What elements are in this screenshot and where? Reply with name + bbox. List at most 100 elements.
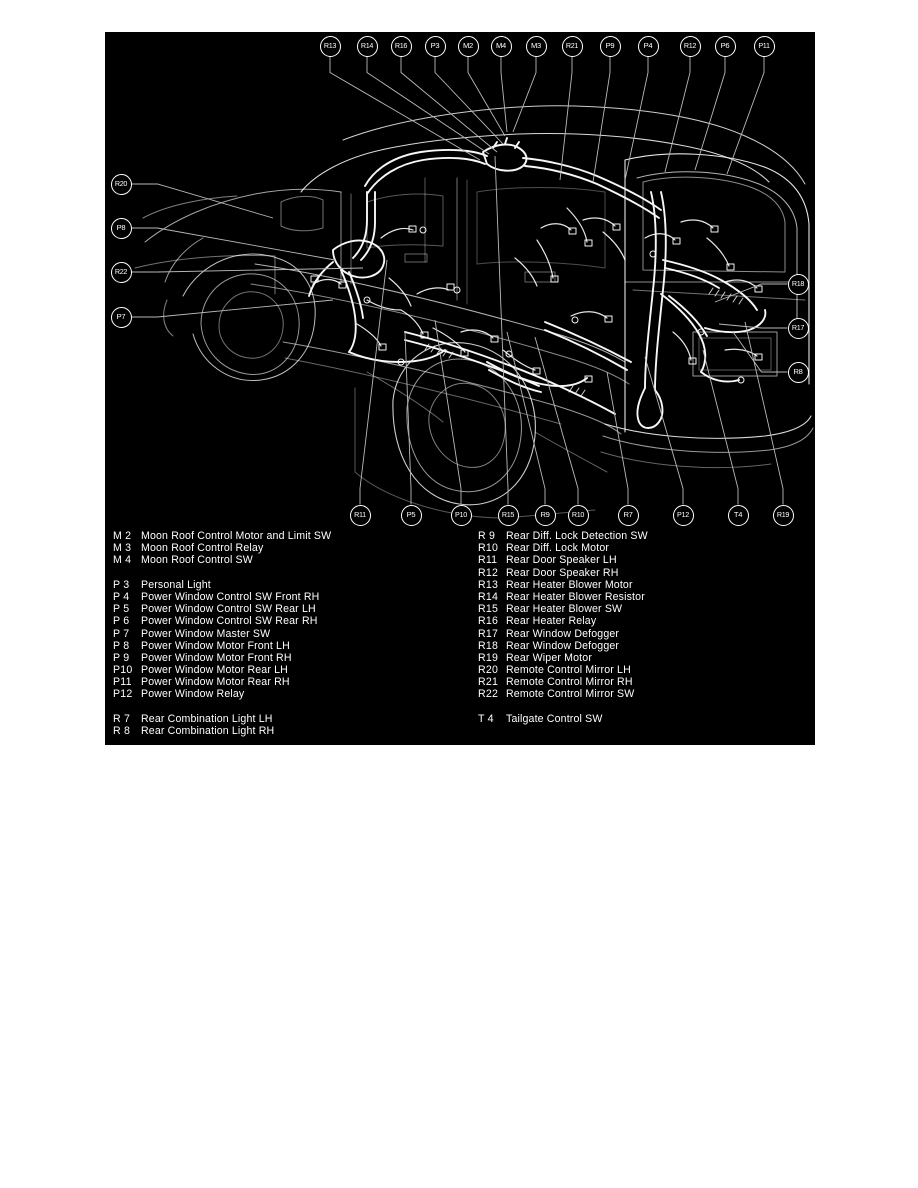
legend-spacer [113, 701, 473, 713]
callout-p10[interactable]: P10 [450, 504, 472, 526]
leader-line-p6 [694, 56, 726, 171]
legend-description: Remote Control Mirror SW [506, 688, 635, 701]
legend-description: Power Window Master SW [141, 627, 271, 640]
legend-description: Remote Control Mirror RH [506, 676, 633, 689]
legend-description: Rear Wiper Motor [506, 651, 592, 664]
callout-r16[interactable]: R16 [390, 35, 412, 57]
callout-p12[interactable]: P12 [672, 504, 694, 526]
legend-code: M 2 [113, 530, 132, 542]
leader-line-p8 [131, 227, 336, 261]
callout-p5[interactable]: P5 [400, 504, 422, 526]
legend-code: R21 [478, 676, 499, 689]
vehicle-illustration [134, 105, 814, 519]
legend-code: P 7 [113, 627, 130, 640]
legend-code: P12 [113, 688, 133, 701]
leader-line-r20 [131, 183, 274, 219]
legend-description: Remote Control Mirror LH [506, 664, 631, 677]
leader-line-r7 [606, 371, 629, 505]
legend-row: R19 Rear Wiper Motor [478, 652, 808, 664]
legend-row: P12 Power Window Relay [113, 688, 473, 700]
legend-row: M 2 Moon Roof Control Motor and Limit SW [113, 530, 473, 542]
leader-line-p7 [131, 299, 334, 318]
legend-code: R 7 [113, 712, 131, 725]
legend-code: R15 [478, 603, 499, 616]
legend-description: Rear Window Defogger [506, 639, 620, 652]
callout-r22[interactable]: R22 [110, 261, 132, 283]
leader-line-r8 [732, 331, 788, 373]
callout-p6[interactable]: P6 [714, 35, 736, 57]
callout-p11[interactable]: P11 [753, 35, 775, 57]
legend-code: R12 [478, 566, 499, 579]
callout-p3[interactable]: P3 [424, 35, 446, 57]
callout-r15[interactable]: R15 [497, 504, 519, 526]
legend-code: P10 [113, 664, 133, 677]
legend-row: P 7 Power Window Master SW [113, 628, 473, 640]
callout-r13[interactable]: R13 [319, 35, 341, 57]
callout-r17[interactable]: R17 [787, 317, 809, 339]
legend-description: Rear Door Speaker RH [506, 566, 619, 579]
callout-p4[interactable]: P4 [637, 35, 659, 57]
callout-p8[interactable]: P8 [110, 217, 132, 239]
callout-r11[interactable]: R11 [349, 504, 371, 526]
leader-line-p3 [434, 56, 504, 145]
legend-description: Moon Roof Control Relay [141, 542, 264, 555]
legend-code: P 5 [113, 603, 130, 616]
legend-description: Power Window Motor Front LH [141, 639, 290, 652]
legend-description: Personal Light [141, 578, 211, 591]
callout-r12[interactable]: R12 [679, 35, 701, 57]
leader-line-r16 [400, 56, 498, 153]
legend-code: R17 [478, 627, 499, 640]
callout-r20[interactable]: R20 [110, 173, 132, 195]
callout-r18[interactable]: R18 [787, 273, 809, 295]
callout-r10[interactable]: R10 [567, 504, 589, 526]
callout-p9[interactable]: P9 [599, 35, 621, 57]
leader-line-r17 [718, 323, 788, 329]
leader-line-r21 [559, 56, 573, 181]
legend-code: R19 [478, 651, 499, 664]
legend-description: Power Window Motor Front RH [141, 651, 292, 664]
leader-line-m3 [512, 56, 537, 133]
leader-line-p5 [404, 331, 412, 505]
callout-r14[interactable]: R14 [356, 35, 378, 57]
legend-code: R 8 [113, 725, 131, 737]
legend-description: Power Window Control SW Rear RH [141, 615, 318, 628]
callout-r9[interactable]: R9 [534, 504, 556, 526]
legend-description: Rear Diff. Lock Detection SW [506, 530, 648, 542]
callout-p7[interactable]: P7 [110, 306, 132, 328]
legend-description: Moon Roof Control Motor and Limit SW [141, 530, 332, 542]
callout-t4[interactable]: T4 [727, 504, 749, 526]
legend-row: R 8 Rear Combination Light RH [113, 725, 473, 737]
leader-line-m4 [500, 56, 508, 133]
legend-code: R16 [478, 615, 499, 628]
callout-m4[interactable]: M4 [490, 35, 512, 57]
callout-m2[interactable]: M2 [457, 35, 479, 57]
leader-line-r11 [359, 259, 388, 505]
leader-line-r12 [664, 56, 691, 173]
callout-r19[interactable]: R19 [772, 504, 794, 526]
callout-r8[interactable]: R8 [787, 361, 809, 383]
legend-description: Rear Heater Blower Motor [506, 578, 633, 591]
leader-line-t4 [702, 349, 739, 505]
callout-r21[interactable]: R21 [561, 35, 583, 57]
legend-code: P 3 [113, 578, 130, 591]
callout-r7[interactable]: R7 [617, 504, 639, 526]
legend-description: Rear Door Speaker LH [506, 554, 617, 567]
legend-description: Power Window Control SW Front RH [141, 590, 320, 603]
callout-m3[interactable]: M3 [525, 35, 547, 57]
legend-description: Power Window Relay [141, 688, 245, 701]
legend-code: P11 [113, 676, 132, 689]
legend-description: Rear Combination Light RH [141, 725, 275, 737]
leader-line-r10 [534, 336, 579, 505]
